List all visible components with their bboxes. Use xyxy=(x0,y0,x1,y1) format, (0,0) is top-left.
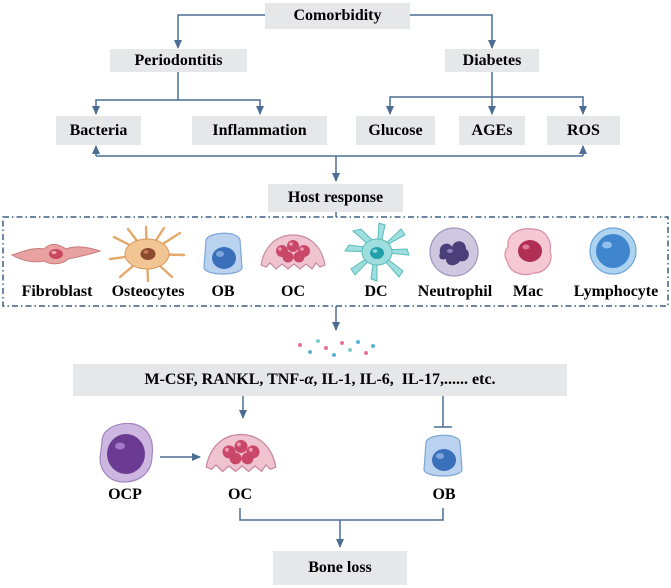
cell-label: Mac xyxy=(512,283,544,300)
edge-periodontitis-bacteria xyxy=(92,99,178,115)
cell-label: OB xyxy=(211,283,235,300)
edge-periodontitis-inflammation xyxy=(178,99,264,115)
neutrophil-icon xyxy=(428,225,480,279)
cell-label: OC xyxy=(281,283,305,300)
diabetes-box: Diabetes xyxy=(445,49,539,72)
edge-comorbidity-diabetes xyxy=(410,14,496,49)
fibroblast-icon xyxy=(10,233,102,273)
glucose-box: Glucose xyxy=(356,116,435,145)
cytokine-dots xyxy=(298,339,375,357)
edge-comorbidity-periodontitis xyxy=(174,14,265,49)
comorbidity-box: Comorbidity xyxy=(265,3,410,29)
osteoblast-lower-icon xyxy=(419,430,467,480)
dendritic-cell-icon xyxy=(343,221,411,283)
cytokines-box: M-CSF, RANKL, TNF-α, IL-1, IL-6, IL-17,.… xyxy=(73,364,567,396)
osteoblast-icon xyxy=(200,228,246,278)
macrophage-icon xyxy=(500,223,556,279)
osteoclast-lower-icon xyxy=(203,428,279,478)
host-cells-frame xyxy=(2,216,669,307)
bone-loss-box: Bone loss xyxy=(273,551,407,585)
host-response-box: Host response xyxy=(268,184,403,212)
cell-label: Neutrophil xyxy=(417,283,493,300)
cell-label: Osteocytes xyxy=(111,283,185,300)
osteocyte-icon xyxy=(106,225,188,283)
edge-oc-ob-merge xyxy=(239,508,444,521)
cell-label: DC xyxy=(364,283,388,300)
periodontitis-box: Periodontitis xyxy=(110,49,247,72)
lymphocyte-icon xyxy=(588,225,638,277)
cytokines-alpha: α xyxy=(304,371,314,388)
ages-box: AGEs xyxy=(459,116,525,145)
ros-box: ROS xyxy=(547,116,620,145)
ocp-label: OCP xyxy=(108,486,142,503)
bacteria-box: Bacteria xyxy=(56,116,141,145)
inflammation-box: Inflammation xyxy=(192,116,327,145)
cell-label: Fibroblast xyxy=(21,283,93,300)
cell-label: Lymphocyte xyxy=(573,283,659,300)
edge-diabetes-glucose xyxy=(386,96,492,115)
osteoclast-icon xyxy=(258,229,328,275)
cytokines-prefix: M-CSF, RANKL, TNF- xyxy=(144,371,305,388)
edge-diabetes-ros xyxy=(492,96,587,115)
oc-label: OC xyxy=(228,486,252,503)
cytokines-suffix: , IL-1, IL-6, IL-17,...... etc. xyxy=(313,371,496,388)
osteoclast-precursor-icon xyxy=(96,420,158,486)
ob-label: OB xyxy=(432,486,456,503)
